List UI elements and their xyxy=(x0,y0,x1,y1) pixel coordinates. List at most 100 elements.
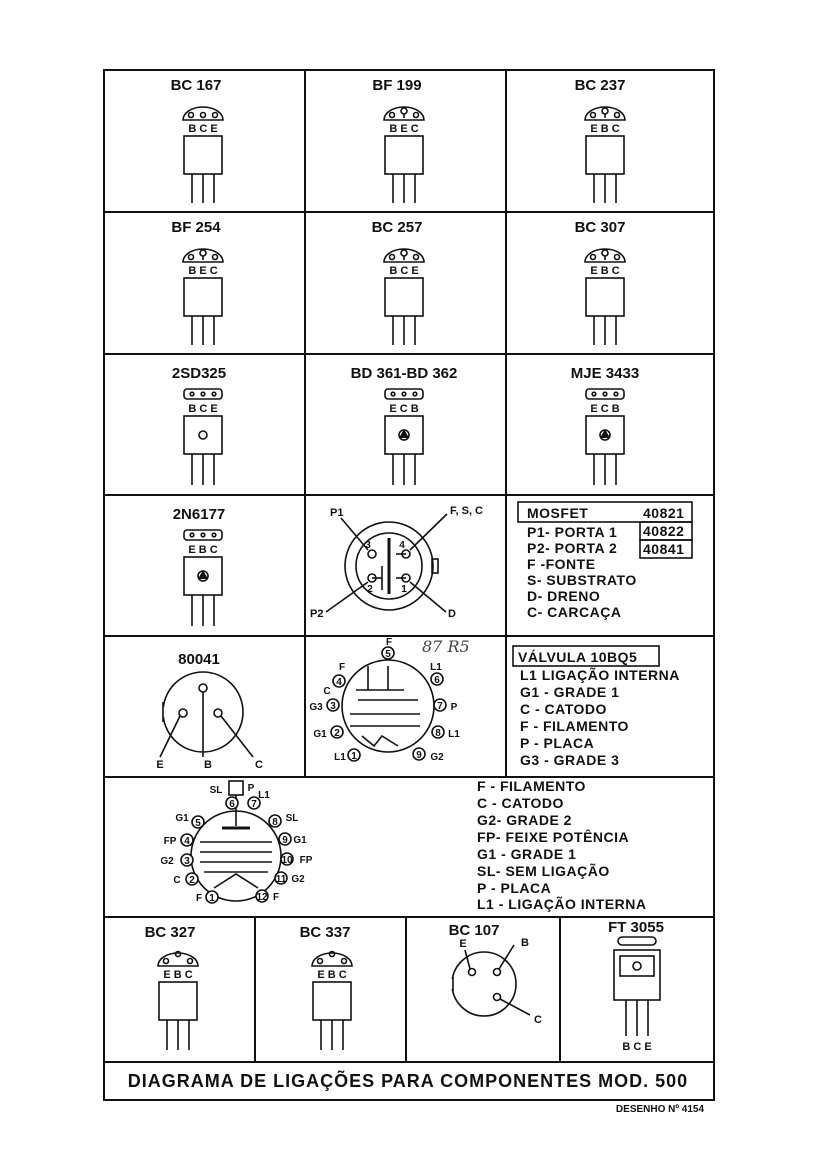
valve-legend-line: G1 - GRADE 1 xyxy=(520,684,619,700)
valve12-pin-label: L1 xyxy=(258,790,270,801)
valve-pin-number: 6 xyxy=(434,675,440,686)
valve-12pin-legend: F - FILAMENTO C - CATODO G2- GRADE 2 FP-… xyxy=(477,778,646,912)
valve12-pin-label: SL xyxy=(286,813,299,824)
valve12-pin-label: G1 xyxy=(293,835,307,846)
valve-10bq5-legend: VÁLVULA 10BQ5 L1 LIGAÇÃO INTERNA G1 - GR… xyxy=(512,645,679,768)
component-bc307: BC 307 E B C xyxy=(575,219,626,345)
mosfet-pin-4: 4 xyxy=(399,540,405,551)
pinout-label: B C E xyxy=(188,403,217,415)
component-bc237: BC 237 E B C xyxy=(575,77,626,203)
pin-label-c: C xyxy=(534,1014,542,1026)
pin-label-e: E xyxy=(156,759,163,771)
component-bf254: BF 254 B E C xyxy=(171,219,224,345)
valve-legend-line: P - PLACA xyxy=(520,735,594,751)
handwritten-note: 87 R5 xyxy=(422,637,470,656)
drawing-number: DESENHO Nº 4154 xyxy=(616,1104,705,1115)
component-mje3433: MJE 3433 E C B xyxy=(571,365,639,485)
component-bc167: BC 167 B C E xyxy=(171,77,224,203)
mosfet-legend: MOSFET 40821 40822 40841 P1- PORTA 1 P2-… xyxy=(517,501,693,620)
component-title: BF 254 xyxy=(171,219,221,236)
component-title: FT 3055 xyxy=(608,919,664,936)
component-bc257: BC 257 B C E xyxy=(372,219,425,345)
valve-pin-label: F xyxy=(339,662,345,673)
valve-pin-label: G1 xyxy=(313,729,327,740)
pinout-label: B E C xyxy=(389,123,418,135)
pin-label-e: E xyxy=(459,938,466,950)
valve12-pin-number: 2 xyxy=(189,875,195,886)
mosfet-pin-2: 2 xyxy=(367,584,373,595)
valve12-pin-label: FP xyxy=(300,855,313,866)
valve-pin-label: F xyxy=(386,637,392,648)
valve-pin-number: 5 xyxy=(385,649,391,660)
component-80041: 80041 E B C xyxy=(156,651,263,771)
valve12-pin-number: 9 xyxy=(282,835,288,846)
valve12-pin-number: 5 xyxy=(195,818,201,829)
mosfet-code-1: 40821 xyxy=(643,505,684,521)
component-bc337: BC 337 E B C xyxy=(300,924,353,1050)
valve12-pin-label: C xyxy=(173,875,180,886)
valve-legend-line: F - FILAMENTO xyxy=(520,718,629,734)
mosfet-pin-1: 1 xyxy=(401,584,407,595)
valve12-legend-line: F - FILAMENTO xyxy=(477,778,586,794)
valve12-pin-number: 6 xyxy=(229,799,235,810)
valve-pin-label: L1 xyxy=(430,662,442,673)
valve12-pin-number: 1 xyxy=(209,893,215,904)
component-bc327: BC 327 E B C xyxy=(145,924,199,1050)
mosfet-legend-line: P1- PORTA 1 xyxy=(527,524,617,540)
valve12-legend-line: L1 - LIGAÇÃO INTERNA xyxy=(477,895,646,912)
component-title: 80041 xyxy=(178,651,220,668)
mosfet-legend-line: F -FONTE xyxy=(527,556,596,572)
component-title: BC 307 xyxy=(575,219,626,236)
valve-pin-number: 9 xyxy=(416,750,422,761)
valve12-pin-label: FP xyxy=(164,836,177,847)
pinout-label: B C E xyxy=(389,265,418,277)
component-bf199: BF 199 B E C xyxy=(372,77,425,203)
component-title: 2N6177 xyxy=(173,506,226,523)
mosfet-pin-3: 3 xyxy=(365,540,371,551)
valve12-pin-number: 7 xyxy=(251,799,257,810)
mosfet-code-3: 40841 xyxy=(643,541,684,557)
pin-label-c: C xyxy=(255,759,263,771)
mosfet-label-fsc: F, S, C xyxy=(450,505,483,517)
valve12-pin-number: 12 xyxy=(256,892,268,903)
component-title: BC 337 xyxy=(300,924,351,941)
valve12-legend-line: G1 - GRADE 1 xyxy=(477,846,576,862)
mosfet-legend-line: P2- PORTA 2 xyxy=(527,540,617,556)
mosfet-label-d: D xyxy=(448,608,456,620)
component-bc107: BC 107 E B C xyxy=(449,922,542,1026)
component-title: MJE 3433 xyxy=(571,365,639,382)
valve-10bq5-pinout: 5 4 6 3 7 2 8 1 9 F F L1 C G3 P G1 L1 L1… xyxy=(309,637,469,763)
valve-12pin-pinout: 6 7 5 8 4 9 3 10 2 11 1 12 SL P L1 G1 SL… xyxy=(160,780,313,904)
valve12-pin-label: G2 xyxy=(160,856,174,867)
valve-pin-number: 1 xyxy=(351,751,357,762)
valve-pin-number: 2 xyxy=(334,728,340,739)
valve12-legend-line: P - PLACA xyxy=(477,880,551,896)
valve-pin-number: 7 xyxy=(437,701,443,712)
component-2sd325: 2SD325 B C E xyxy=(172,365,226,485)
component-title: BC 257 xyxy=(372,219,423,236)
valve12-pin-label: G2 xyxy=(291,874,305,885)
pinout-label: E B C xyxy=(163,969,192,981)
valve-pin-number: 4 xyxy=(336,677,342,688)
component-bd361-bd362: BD 361-BD 362 E C B xyxy=(351,365,457,485)
grid-lines xyxy=(103,69,715,1101)
component-title: 2SD325 xyxy=(172,365,226,382)
pinout-label: E B C xyxy=(590,123,619,135)
valve12-legend-line: SL- SEM LIGAÇÃO xyxy=(477,862,610,879)
pinout-label: E B C xyxy=(317,969,346,981)
mosfet-legend-line: C- CARCAÇA xyxy=(527,604,621,620)
valve-pin-number: 8 xyxy=(435,728,441,739)
valve-pin-label: G3 xyxy=(309,702,323,713)
pinout-label: E C B xyxy=(389,403,418,415)
valve-header: VÁLVULA 10BQ5 xyxy=(518,649,637,665)
valve-pin-number: 3 xyxy=(330,701,336,712)
component-title: BC 167 xyxy=(171,77,222,94)
mosfet-legend-line: D- DRENO xyxy=(527,588,600,604)
valve12-legend-line: G2- GRADE 2 xyxy=(477,812,572,828)
valve12-pin-number: 8 xyxy=(272,817,278,828)
valve-c-label: C xyxy=(323,686,330,697)
valve-legend-line: G3 - GRADE 3 xyxy=(520,752,619,768)
valve12-top-p: P xyxy=(248,783,255,794)
pinout-label: E C B xyxy=(590,403,619,415)
